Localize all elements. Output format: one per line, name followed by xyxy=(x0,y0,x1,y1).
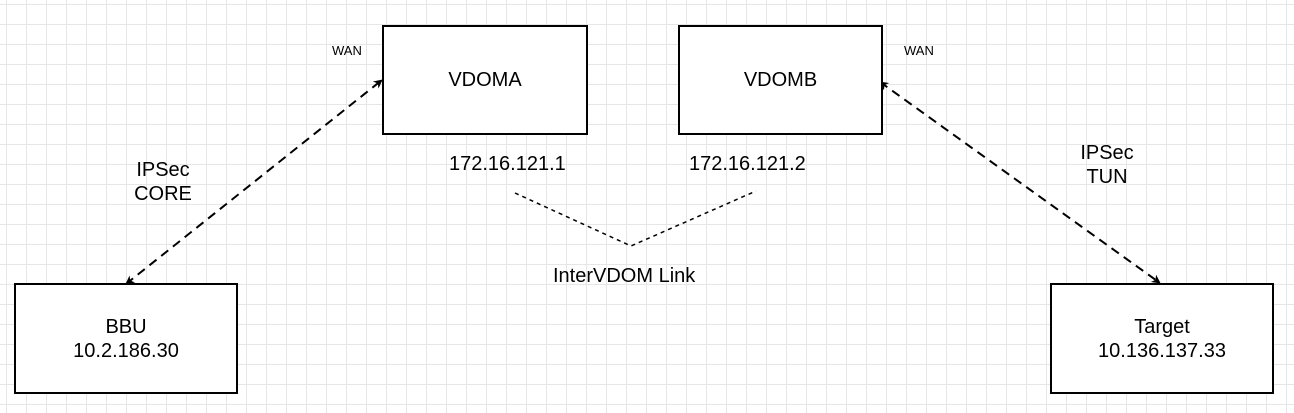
vdoma-wan-label: WAN xyxy=(332,43,362,58)
target-label: Target xyxy=(1134,315,1190,338)
target-box[interactable]: Target 10.136.137.33 xyxy=(1050,283,1274,394)
ipsec-core-label: IPSec CORE xyxy=(127,158,199,206)
target-ip-label: 10.136.137.33 xyxy=(1098,339,1226,362)
vdomb-wan-label: WAN xyxy=(904,43,934,58)
vdomb-label: VDOMB xyxy=(743,69,818,91)
vdoma-label: VDOMA xyxy=(448,69,522,91)
ipsec-core-line2: CORE xyxy=(134,183,192,205)
ipsec-tun-arrow[interactable] xyxy=(879,81,1161,284)
ipsec-tun-label: IPSec TUN xyxy=(1071,141,1143,189)
intervdom-link-line[interactable] xyxy=(514,190,757,247)
intervdom-link-label: InterVDOM Link xyxy=(553,265,696,287)
bbu-label: BBU xyxy=(105,315,147,338)
ipsec-tun-line2: TUN xyxy=(1086,166,1128,188)
bbu-box[interactable]: BBU 10.2.186.30 xyxy=(14,283,238,394)
bbu-ip-label: 10.2.186.30 xyxy=(73,339,179,362)
ipsec-tun-line1: IPSec xyxy=(1080,142,1134,164)
vdoma-ip-label: 172.16.121.1 xyxy=(449,153,566,175)
vdoma-box[interactable]: VDOMA xyxy=(382,25,588,135)
ipsec-core-line1: IPSec xyxy=(136,159,190,181)
vdomb-ip-label: 172.16.121.2 xyxy=(689,153,806,175)
vdomb-box[interactable]: VDOMB xyxy=(678,25,883,135)
ipsec-core-arrow[interactable] xyxy=(125,79,383,285)
